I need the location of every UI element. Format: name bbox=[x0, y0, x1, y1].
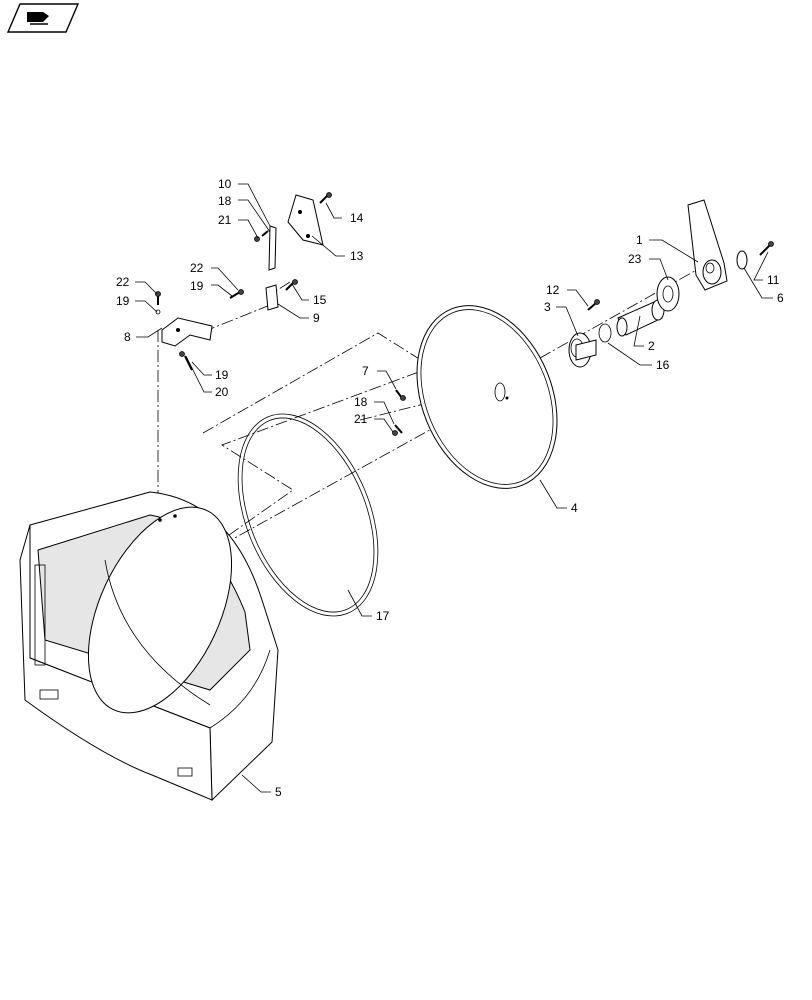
mounting-plate bbox=[656, 276, 680, 312]
callout-17: 17 bbox=[376, 609, 390, 623]
callout-23: 23 bbox=[628, 252, 642, 266]
callout-21-upper: 21 bbox=[218, 213, 232, 227]
bolt-11 bbox=[759, 241, 774, 256]
fan-shroud bbox=[19, 491, 279, 802]
triangular-bracket bbox=[287, 194, 324, 246]
fan-screen-disc bbox=[416, 305, 558, 489]
snap-ring bbox=[598, 323, 612, 343]
bracket bbox=[161, 317, 213, 347]
callout-11: 11 bbox=[767, 273, 780, 287]
book-arrow-icon[interactable] bbox=[6, 3, 80, 33]
callout-12: 12 bbox=[546, 283, 560, 297]
callout-1: 1 bbox=[636, 233, 643, 247]
callout-19-left: 19 bbox=[116, 294, 130, 308]
bolt-15 bbox=[285, 279, 298, 291]
callout-15: 15 bbox=[313, 293, 327, 307]
callout-9: 9 bbox=[313, 311, 320, 325]
callout-2: 2 bbox=[648, 339, 655, 353]
bolt-18-upper bbox=[254, 230, 269, 242]
callout-labels: 10 18 21 14 13 22 19 22 19 15 9 8 19 20 … bbox=[116, 177, 784, 799]
callout-8: 8 bbox=[124, 330, 131, 344]
bolt-22-middle bbox=[229, 289, 244, 299]
washer bbox=[736, 250, 748, 270]
bearing-flange bbox=[568, 332, 597, 368]
strap bbox=[268, 225, 277, 271]
callout-21-lower: 21 bbox=[354, 412, 368, 426]
lever-arm bbox=[687, 199, 728, 291]
callout-14: 14 bbox=[350, 211, 364, 225]
callout-5: 5 bbox=[275, 785, 282, 799]
bolt-22-left bbox=[155, 291, 161, 315]
callout-13: 13 bbox=[350, 249, 364, 263]
bolt-14 bbox=[319, 192, 332, 204]
callout-6: 6 bbox=[777, 291, 784, 305]
bolt-12 bbox=[587, 299, 600, 311]
callout-4: 4 bbox=[571, 501, 578, 515]
shaft bbox=[616, 299, 665, 337]
callout-19-middle: 19 bbox=[190, 279, 204, 293]
callout-22-middle: 22 bbox=[190, 261, 204, 275]
callout-19-lower: 19 bbox=[215, 368, 229, 382]
callout-18-upper: 18 bbox=[218, 194, 232, 208]
callout-22-left: 22 bbox=[116, 275, 130, 289]
bolt-18-lower bbox=[392, 424, 403, 436]
callout-20: 20 bbox=[215, 385, 229, 399]
ring-gasket bbox=[237, 413, 379, 617]
callout-16: 16 bbox=[656, 358, 670, 372]
callout-18-lower: 18 bbox=[354, 395, 368, 409]
leader-lines bbox=[135, 183, 773, 793]
callout-7: 7 bbox=[362, 364, 369, 378]
bolt-7 bbox=[395, 389, 406, 401]
clip bbox=[265, 284, 279, 311]
callout-10: 10 bbox=[218, 177, 232, 191]
callout-3: 3 bbox=[544, 300, 551, 314]
bolt-20 bbox=[179, 351, 193, 371]
